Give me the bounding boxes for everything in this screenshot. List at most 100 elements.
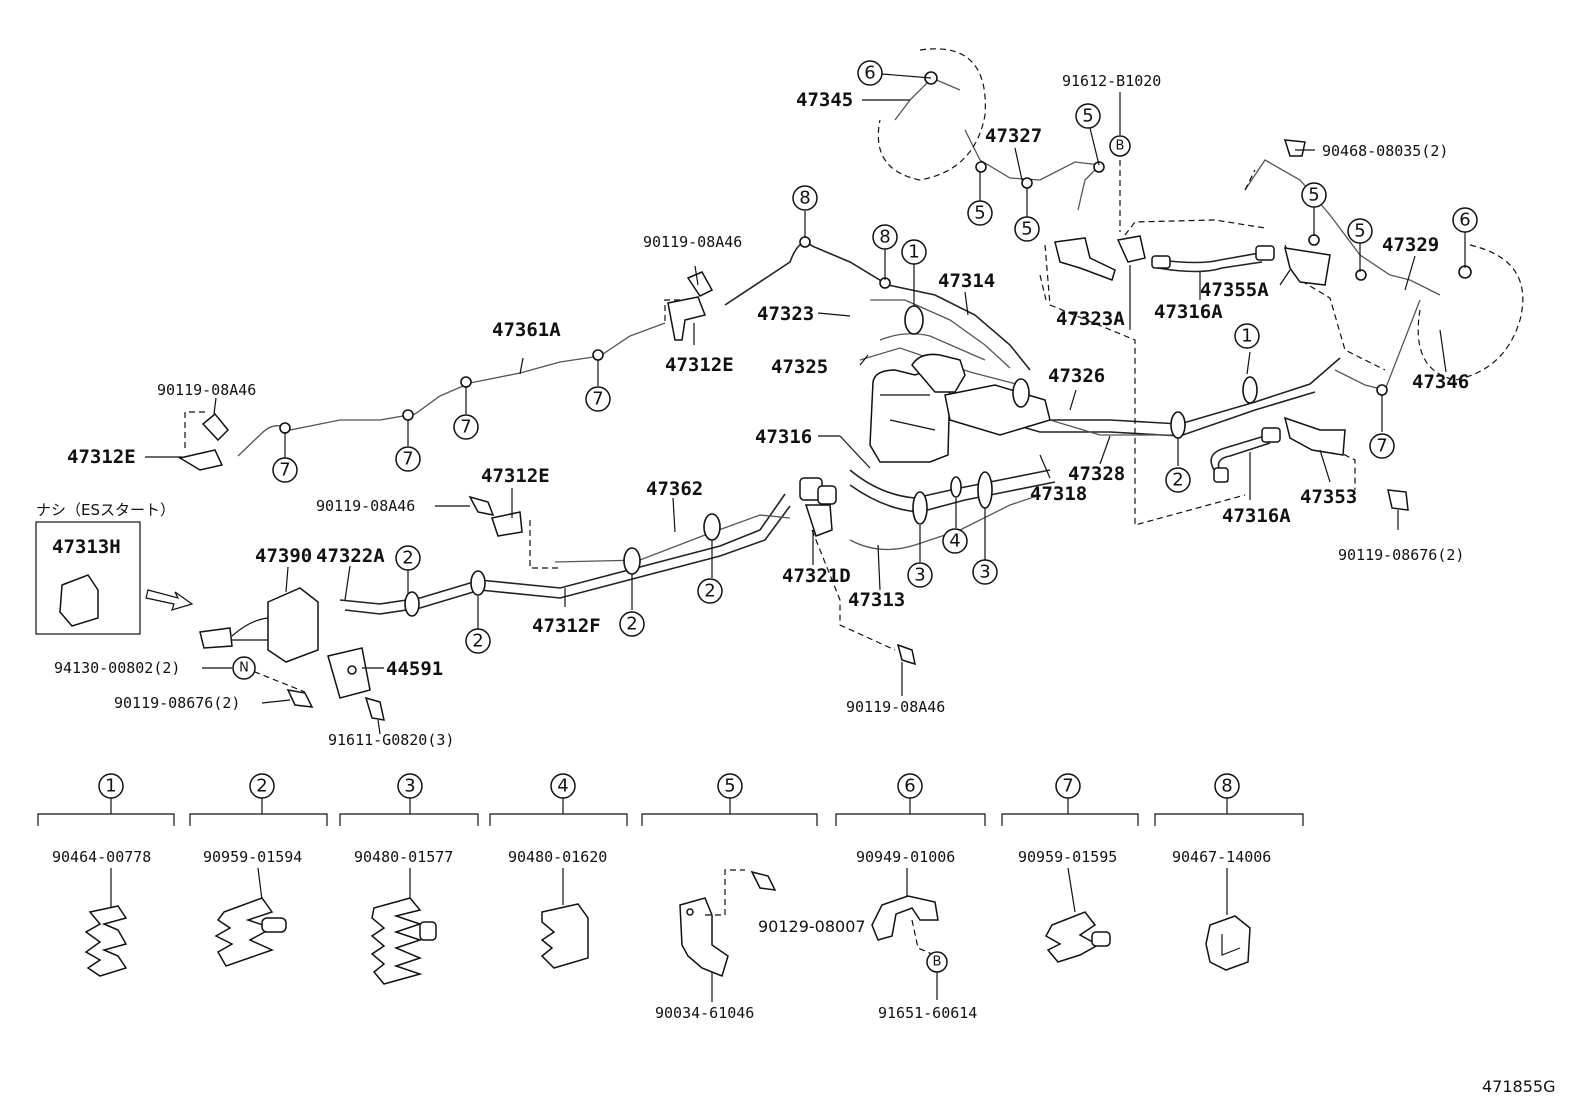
- label-47318: 47318: [1030, 483, 1087, 505]
- svg-text:B: B: [933, 955, 942, 970]
- label-91612-B1020: 91612-B1020: [1062, 72, 1161, 90]
- label-90119-08A46-bot: 90119-08A46: [846, 698, 945, 716]
- callout-7-a: 7: [585, 386, 611, 412]
- callout-4: 4: [942, 528, 968, 554]
- svg-text:2: 2: [704, 581, 715, 602]
- svg-text:3: 3: [404, 776, 415, 797]
- svg-text:B: B: [1116, 139, 1125, 154]
- svg-text:4: 4: [557, 776, 568, 797]
- svg-text:5: 5: [1082, 106, 1093, 127]
- legend-item-2: 2 90959-01594: [189, 773, 328, 967]
- callout-2-a: 2: [1165, 467, 1191, 493]
- svg-text:90480-01620: 90480-01620: [508, 848, 607, 866]
- callout-5-right1: 5: [1301, 182, 1327, 208]
- svg-text:1: 1: [908, 242, 919, 263]
- svg-text:2: 2: [402, 548, 413, 569]
- label-90119-08A46-left: 90119-08A46: [157, 381, 256, 399]
- label-47316A-top: 47316A: [1154, 301, 1223, 323]
- svg-text:5: 5: [1354, 221, 1365, 242]
- diagram-callouts: 6 5 5 5 5 5 6 8 8 1 1 7 7 7 7 7 2 2 2 2 …: [232, 60, 1478, 680]
- callout-5-right2: 5: [1347, 218, 1373, 244]
- label-47312E-left: 47312E: [67, 446, 136, 468]
- label-47362: 47362: [646, 478, 703, 500]
- label-47312E-top: 47312E: [665, 354, 734, 376]
- label-91611-G0820: 91611-G0820(3): [328, 731, 454, 749]
- svg-text:7: 7: [402, 449, 413, 470]
- small-parts: [178, 139, 1409, 721]
- label-47325: 47325: [771, 356, 828, 378]
- callout-8-b: 8: [872, 224, 898, 250]
- label-47390: 47390: [255, 545, 312, 567]
- callout-N: N: [232, 656, 256, 680]
- label-90119-08676-left: 90119-08676(2): [114, 694, 240, 712]
- svg-text:7: 7: [592, 389, 603, 410]
- callout-5-top1: 5: [1075, 103, 1101, 129]
- svg-text:3: 3: [979, 562, 990, 583]
- callout-7-d: 7: [272, 457, 298, 483]
- svg-text:N: N: [239, 661, 249, 676]
- callout-5-top3: 5: [1014, 216, 1040, 242]
- svg-text:90959-01595: 90959-01595: [1018, 848, 1117, 866]
- svg-text:8: 8: [1221, 776, 1232, 797]
- svg-text:90480-01577: 90480-01577: [354, 848, 453, 866]
- svg-text:5: 5: [1308, 185, 1319, 206]
- label-47321D: 47321D: [782, 565, 851, 587]
- label-47323: 47323: [757, 303, 814, 325]
- svg-text:8: 8: [879, 227, 890, 248]
- svg-text:2: 2: [256, 776, 267, 797]
- legend: 1 90464-00778 2 90959-01594 3 90480-0157…: [37, 773, 1304, 1022]
- svg-text:5: 5: [724, 776, 735, 797]
- label-47314: 47314: [938, 270, 995, 292]
- callout-1-b: 1: [1234, 323, 1260, 349]
- label-47313H: 47313H: [52, 536, 121, 558]
- label-47346: 47346: [1412, 371, 1469, 393]
- callout-B-top: B: [1109, 135, 1131, 157]
- label-47313: 47313: [848, 589, 905, 611]
- svg-text:90959-01594: 90959-01594: [203, 848, 302, 866]
- diagram-code: 471855G: [1482, 1077, 1555, 1096]
- callout-2-d: 2: [619, 611, 645, 637]
- svg-text:1: 1: [1241, 326, 1252, 347]
- callout-8-a: 8: [792, 185, 818, 211]
- svg-text:7: 7: [1376, 436, 1387, 457]
- callout-7-c: 7: [395, 446, 421, 472]
- svg-text:1: 1: [105, 776, 116, 797]
- label-47353: 47353: [1300, 486, 1357, 508]
- svg-text:90129-08007: 90129-08007: [758, 917, 866, 936]
- label-94130-00802: 94130-00802(2): [54, 659, 180, 677]
- svg-text:5: 5: [974, 203, 985, 224]
- callout-7-b: 7: [453, 414, 479, 440]
- legend-item-5: 5 90129-08007 90034-61046: [641, 773, 866, 1022]
- callout-6-right: 6: [1452, 207, 1478, 233]
- label-47361A: 47361A: [492, 319, 561, 341]
- svg-text:2: 2: [1172, 470, 1183, 491]
- part-labels: 47345 91612-B1020 47327 90468-08035(2) 9…: [36, 72, 1469, 749]
- svg-text:8: 8: [799, 188, 810, 209]
- callout-6-left: 6: [857, 60, 883, 86]
- svg-text:2: 2: [472, 631, 483, 652]
- abs-actuator: [869, 353, 1051, 463]
- label-47328: 47328: [1068, 463, 1125, 485]
- label-90468-08035: 90468-08035(2): [1322, 142, 1448, 160]
- legend-item-1: 1 90464-00778: [37, 773, 175, 977]
- leader-lines: [145, 73, 1466, 735]
- label-47326: 47326: [1048, 365, 1105, 387]
- svg-text:4: 4: [949, 531, 960, 552]
- callout-3-b: 3: [972, 559, 998, 585]
- legend-item-8: 8 90467-14006: [1154, 773, 1304, 971]
- legend-item-6: 6 90949-01006 B 91651-60614: [835, 773, 986, 1022]
- label-47345: 47345: [796, 89, 853, 111]
- svg-text:3: 3: [914, 565, 925, 586]
- label-47327: 47327: [985, 125, 1042, 147]
- svg-text:6: 6: [1459, 210, 1470, 231]
- callout-2-c: 2: [465, 628, 491, 654]
- brake-pipes: [237, 77, 1441, 615]
- svg-text:90949-01006: 90949-01006: [856, 848, 955, 866]
- callout-1-a: 1: [901, 239, 927, 265]
- legend-item-4: 4 90480-01620: [489, 773, 628, 969]
- svg-text:6: 6: [904, 776, 915, 797]
- callout-2-b: 2: [395, 545, 421, 571]
- label-47355A: 47355A: [1200, 279, 1269, 301]
- wheel-outlines: [877, 48, 1524, 381]
